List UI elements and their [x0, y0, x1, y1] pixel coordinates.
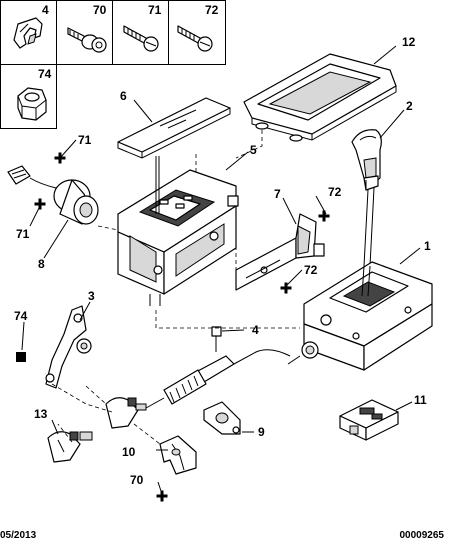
cross-marker-icon — [318, 210, 330, 222]
cross-marker-icon — [156, 490, 168, 502]
part-12-gate-surround — [243, 53, 397, 142]
callout-10: 10 — [122, 445, 136, 459]
cross-marker-icon — [54, 152, 66, 164]
part-10-fork-bracket — [159, 435, 197, 475]
callout-71: 71 — [16, 227, 30, 241]
bolt-washer-icon — [67, 27, 107, 53]
callout-71: 71 — [78, 133, 92, 147]
legend-grid — [0, 0, 226, 129]
callout-9: 9 — [258, 425, 265, 439]
part-1-lever-base — [287, 261, 433, 371]
callout-72: 72 — [304, 263, 318, 277]
callout-6: 6 — [120, 89, 127, 103]
legend-box-70: 70 — [67, 3, 107, 53]
nut-icon — [17, 87, 47, 121]
fastener-markers — [34, 152, 330, 502]
legend-label: 71 — [148, 3, 162, 17]
callout-13: 13 — [34, 407, 48, 421]
leader-lines — [21, 45, 421, 495]
legend-label: 4 — [42, 3, 49, 17]
callout-8: 8 — [38, 257, 45, 271]
legend-box-74: 74 — [17, 67, 52, 121]
part-9-mounting-bracket — [203, 401, 241, 435]
legend-box-72: 72 — [177, 3, 219, 52]
legend-box-4: 4 — [13, 3, 49, 49]
assembly-dashed-lines — [51, 130, 300, 445]
part-11-switch — [339, 399, 399, 441]
part-5-selector-housing — [117, 156, 239, 306]
callout-3: 3 — [88, 289, 95, 303]
part-6-slide-plate — [117, 97, 231, 159]
legend-box-71: 71 — [123, 3, 162, 52]
part-8-actuator-motor — [7, 165, 99, 225]
callout-5: 5 — [250, 143, 257, 157]
clip-icon — [13, 17, 43, 49]
part-2-gear-knob — [351, 129, 382, 267]
callout-70: 70 — [130, 473, 144, 487]
part-4-cable — [105, 326, 291, 429]
callout-11: 11 — [414, 393, 427, 407]
callout-72: 72 — [328, 185, 342, 199]
callout-4: 4 — [252, 323, 259, 337]
callout-labels: 12 6 2 71 5 71 8 7 72 72 1 3 74 4 11 13 … — [14, 35, 431, 487]
nut-marker-icon — [16, 352, 26, 362]
part-7-bracket — [235, 213, 325, 291]
cross-marker-icon — [280, 282, 292, 294]
callout-74: 74 — [14, 309, 28, 323]
screw-icon — [123, 25, 159, 52]
callout-7: 7 — [274, 187, 281, 201]
part-13-cable-clip — [47, 431, 93, 463]
part-3-cable-bracket — [45, 305, 92, 389]
legend-label: 70 — [93, 3, 107, 17]
callout-1: 1 — [424, 239, 431, 253]
cross-marker-icon — [34, 198, 46, 210]
callout-12: 12 — [402, 35, 416, 49]
legend-label: 74 — [38, 67, 52, 81]
callout-2: 2 — [406, 99, 413, 113]
legend-label: 72 — [205, 3, 219, 17]
footer-date: 05/2013 — [0, 530, 37, 541]
screw-icon — [177, 25, 213, 52]
footer-reference: 00009265 — [399, 530, 445, 541]
